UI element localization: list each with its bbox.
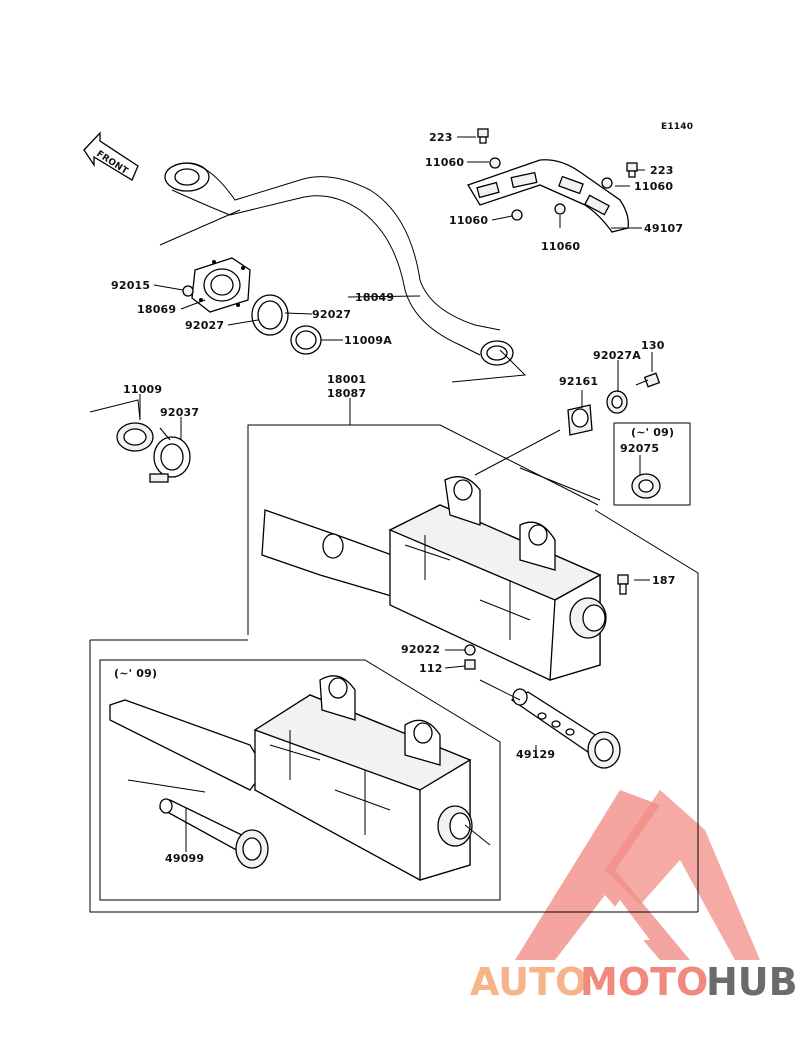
grommet-92075 [631, 473, 661, 499]
label-18049: 18049 [355, 291, 394, 304]
bolt-223-a [477, 128, 489, 144]
label-09-inset: (~' 09) [631, 426, 674, 439]
inset-muffler-box [99, 659, 501, 901]
label-92075: 92075 [620, 442, 659, 455]
nut-11060-c [511, 209, 523, 221]
label-92027A: 92027A [593, 349, 641, 362]
automotohub-logo [515, 790, 760, 960]
washer-92022 [464, 644, 476, 656]
automotohub-watermark: AUTO MOTO HUB [470, 960, 798, 1004]
label-09-inset: (~' 09) [114, 667, 157, 680]
gasket-11009 [116, 422, 154, 452]
nut-11060-b [601, 177, 613, 189]
front-arrow-icon: FRONT [83, 131, 139, 181]
label-223: 223 [429, 131, 453, 144]
label-18001: 18001 [327, 373, 366, 386]
label-11060: 11060 [449, 214, 488, 227]
label-92037: 92037 [160, 406, 199, 419]
label-11060: 11060 [425, 156, 464, 169]
nut-11060-d [554, 203, 566, 215]
label-187: 187 [652, 574, 676, 587]
bolt-223-b [626, 162, 638, 178]
spark-arrester-49129 [510, 688, 621, 769]
label-92022: 92022 [401, 643, 440, 656]
label-92161: 92161 [559, 375, 598, 388]
watermark-hub: HUB [706, 960, 798, 1004]
label-18069: 18069 [137, 303, 176, 316]
label-18087: 18087 [327, 387, 366, 400]
label-49129: 49129 [516, 748, 555, 761]
exhaust-pipe-18049 [159, 162, 527, 383]
label-49107: 49107 [644, 222, 683, 235]
part-labels: 223 11060 223 11060 11060 49107 11060 92… [111, 131, 683, 865]
bolt-112 [464, 659, 476, 670]
gasket-11009A [290, 325, 322, 355]
label-223: 223 [650, 164, 674, 177]
label-11060: 11060 [634, 180, 673, 193]
gasket-92027 [251, 294, 289, 336]
label-49099: 49099 [165, 852, 204, 865]
bolt-187 [617, 574, 629, 595]
inset-92075-box [613, 422, 691, 506]
label-92015: 92015 [111, 279, 150, 292]
nut-11060-a [489, 157, 501, 169]
label-130: 130 [641, 339, 665, 352]
grommet-92161 [567, 404, 593, 436]
clamp-92037 [149, 436, 191, 483]
watermark-moto: MOTO [580, 960, 708, 1004]
watermark-auto: AUTO [470, 960, 587, 1004]
leader-lines [139, 136, 653, 852]
label-112: 112 [419, 662, 443, 675]
nut-92015 [182, 285, 194, 297]
label-92027: 92027 [312, 308, 351, 321]
bolt-130 [635, 372, 661, 388]
label-92027: 92027 [185, 319, 224, 332]
muffler-pre09 [109, 675, 473, 881]
label-11009: 11009 [123, 383, 162, 396]
diagram-code: E1140 [661, 122, 693, 132]
spark-arrester-49099 [158, 798, 269, 869]
label-11060: 11060 [541, 240, 580, 253]
bracket-49107 [467, 159, 629, 233]
label-11009A: 11009A [344, 334, 392, 347]
flange-18069 [191, 257, 251, 313]
muffler-18001 [261, 476, 607, 681]
collar-92027A [606, 390, 628, 414]
